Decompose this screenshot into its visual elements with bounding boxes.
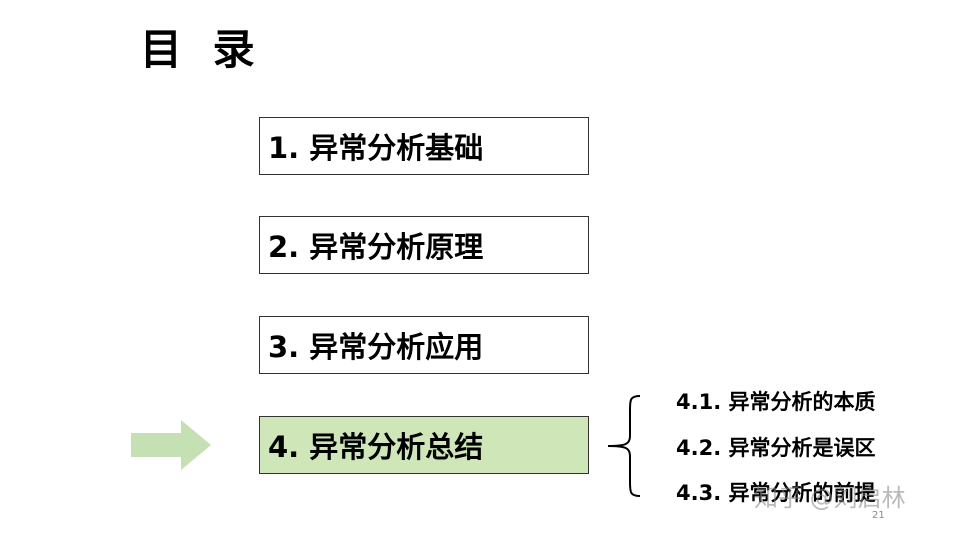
toc-item-3[interactable]: 3. 异常分析应用: [259, 316, 589, 374]
toc-item-label: 4. 异常分析总结: [268, 430, 484, 464]
toc-item-label: 1. 异常分析基础: [268, 131, 484, 165]
toc-item-1[interactable]: 1. 异常分析基础: [259, 117, 589, 175]
right-arrow-icon: [131, 420, 211, 470]
toc-item-label: 3. 异常分析应用: [268, 330, 484, 364]
slide-title: 目 录: [140, 25, 263, 74]
sub-item-4-3[interactable]: 4.3. 异常分析的前提: [676, 481, 876, 505]
toc-item-4-active[interactable]: 4. 异常分析总结: [259, 416, 589, 474]
watermark: 知乎 @刘启林: [754, 484, 906, 512]
sub-item-4-2[interactable]: 4.2. 异常分析是误区: [676, 436, 876, 460]
toc-item-label: 2. 异常分析原理: [268, 230, 484, 264]
sub-item-4-1[interactable]: 4.1. 异常分析的本质: [676, 390, 876, 414]
page-number: 21: [872, 510, 885, 521]
toc-item-2[interactable]: 2. 异常分析原理: [259, 216, 589, 274]
curly-brace-icon: [607, 395, 641, 497]
